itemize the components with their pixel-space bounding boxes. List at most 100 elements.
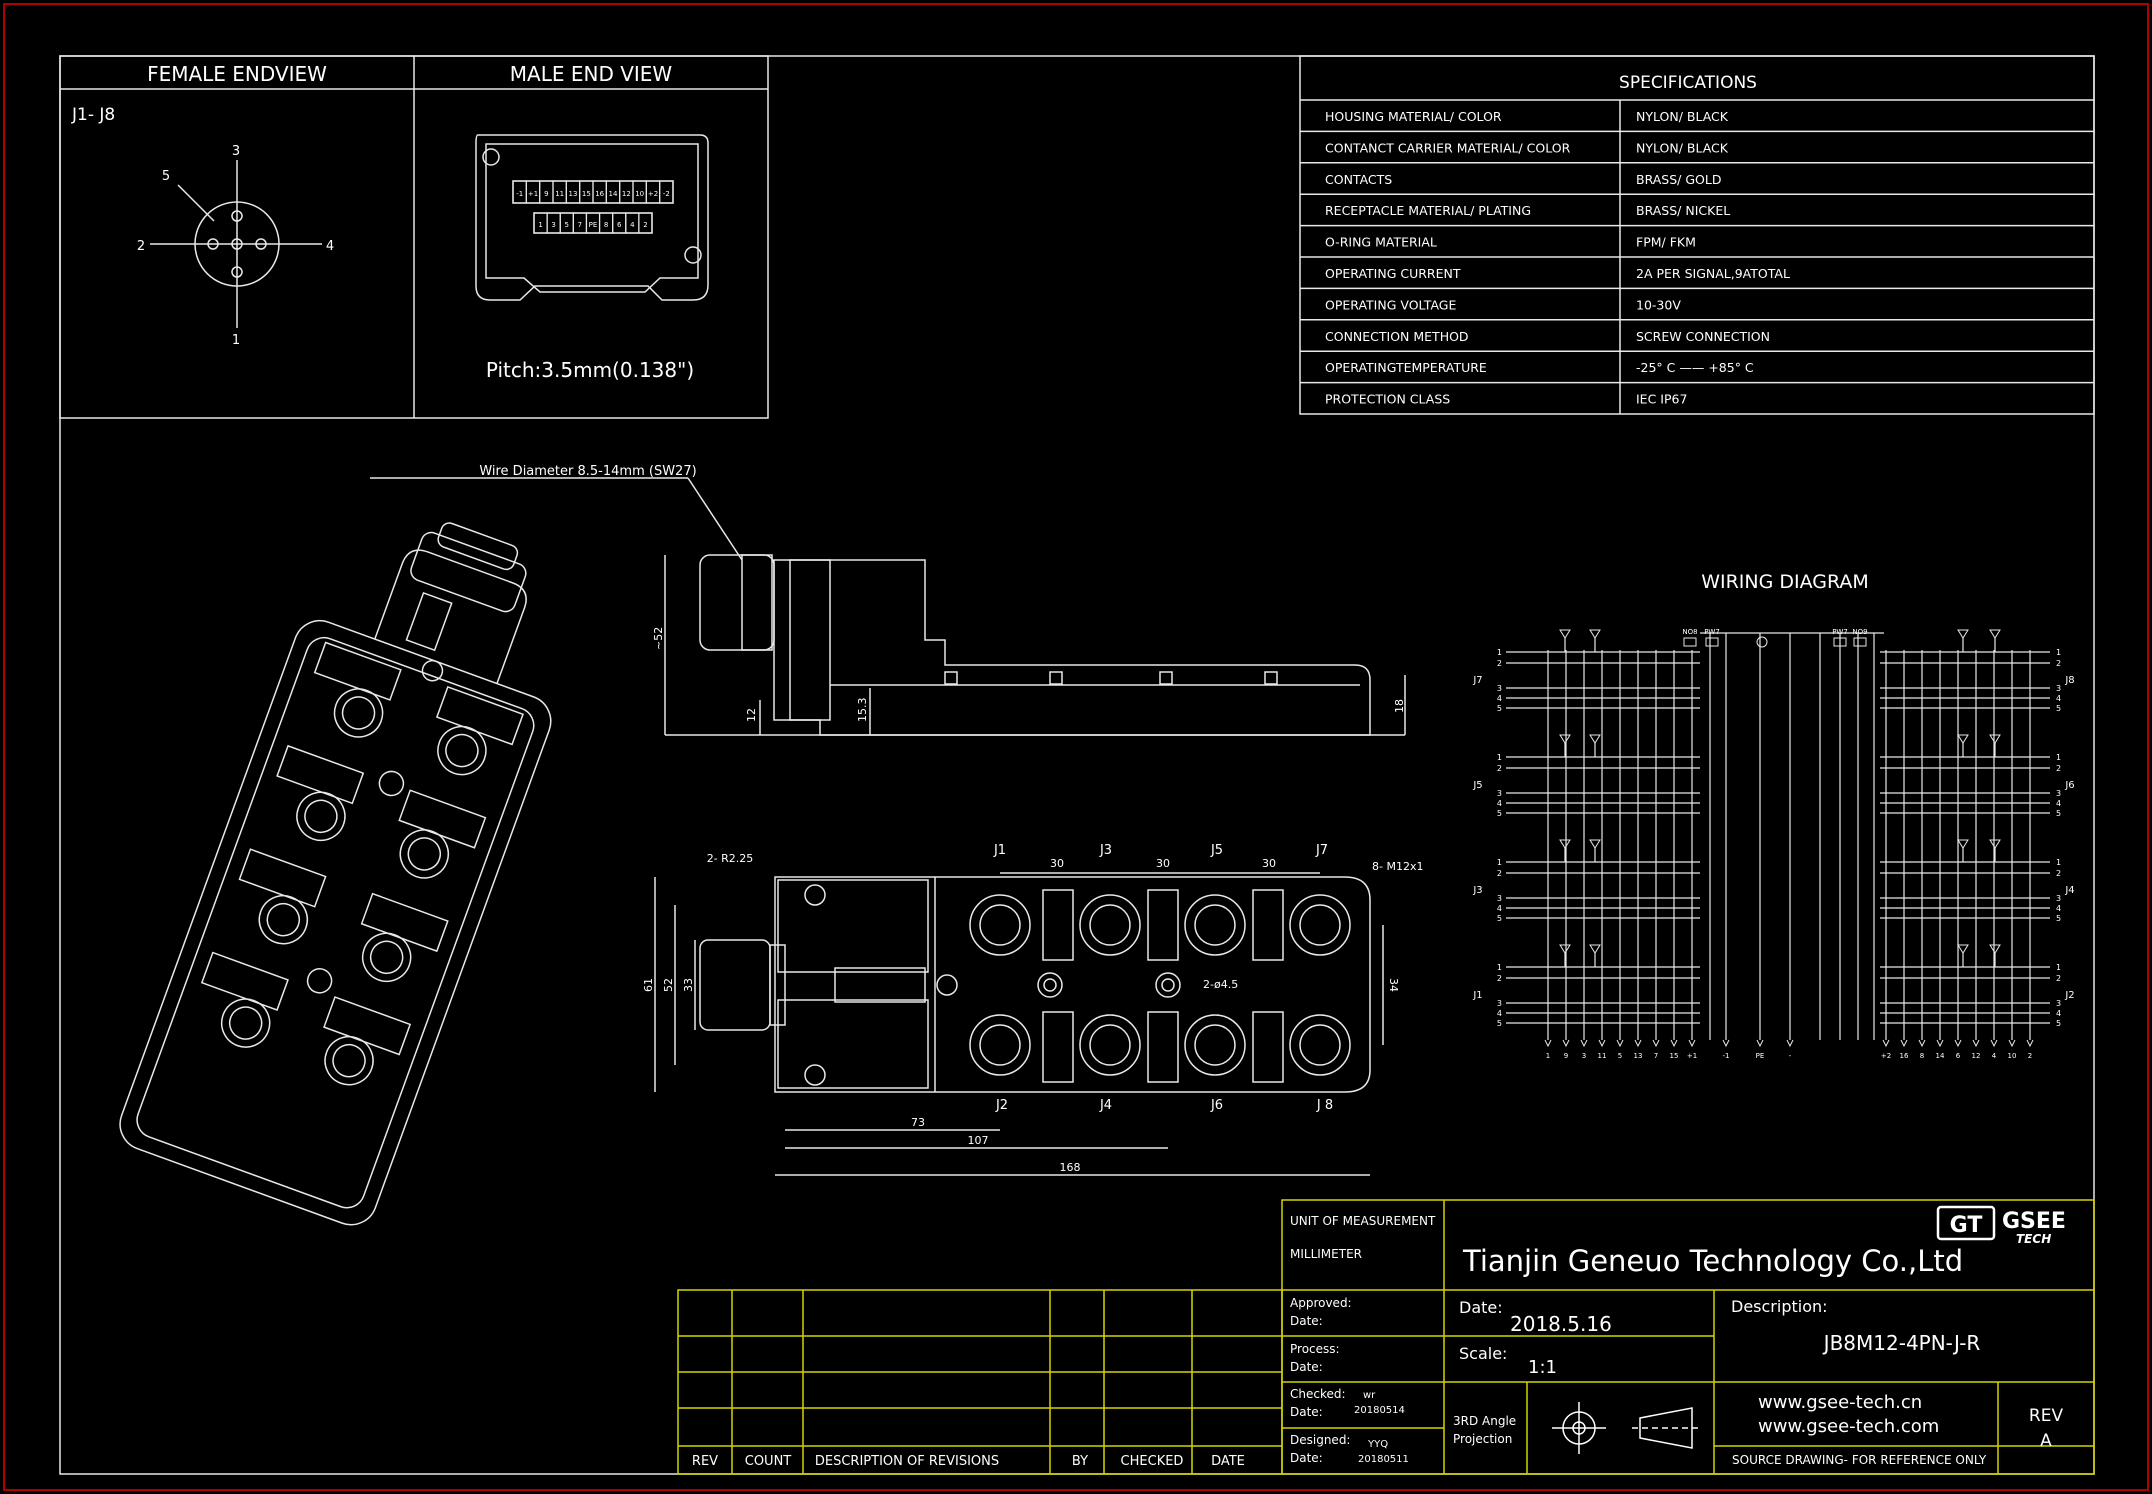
terminal-label: 8 (604, 221, 608, 229)
spec-label: CONNECTION METHOD (1325, 329, 1469, 344)
spacing-label: 30 (1262, 857, 1276, 870)
wiring-pin-label: 4 (2056, 1009, 2061, 1018)
terminal-symbol (1705, 637, 1719, 647)
port-label: J5 (1210, 843, 1223, 858)
wiring-pin-label: 4 (1497, 904, 1502, 913)
wiring-pin-label: 1 (1497, 753, 1502, 762)
wiring-pin-label: 1 (1497, 963, 1502, 972)
approved-date-label: Date: (1290, 1314, 1323, 1328)
terminal-number: 10 (2008, 1052, 2017, 1060)
revision-header: CHECKED (1121, 1454, 1184, 1469)
terminal-label: 5 (565, 221, 569, 229)
checked-label: Checked: (1290, 1387, 1346, 1401)
wiring-pin-label: 3 (1497, 894, 1502, 903)
terminal-label: 11 (555, 190, 564, 198)
spacing-label: 30 (1156, 857, 1170, 870)
endview-panel (59, 55, 769, 419)
led-symbol (1989, 944, 2001, 954)
terminal-label: 14 (609, 190, 618, 198)
terminal-symbol (1683, 637, 1697, 647)
terminal-label: 6 (617, 221, 622, 229)
spec-value: NYLON/ BLACK (1636, 140, 1729, 155)
wiring-pin-label: 3 (2056, 684, 2061, 693)
terminal-arrow (1990, 1039, 1998, 1048)
pin-label: 3 (232, 144, 240, 159)
terminal-arrow (1882, 1039, 1890, 1048)
ground-symbol (1756, 636, 1768, 648)
led-symbol (1559, 839, 1571, 849)
checked-date: 20180514 (1354, 1405, 1405, 1416)
led-symbol (1589, 734, 1601, 744)
pin-label: 5 (162, 169, 170, 184)
isometric-view (119, 522, 552, 1226)
wiring-pin-label: 5 (1497, 914, 1502, 923)
revision-label: REV (2029, 1406, 2064, 1426)
wiring-pin-label: 4 (1497, 694, 1502, 703)
terminal-arrow (1688, 1039, 1696, 1048)
terminal-label: 3 (551, 221, 555, 229)
designed-label: Designed: (1290, 1433, 1350, 1447)
terminal-number: +2 (1881, 1052, 1891, 1060)
spec-value: -25° C —— +85° C (1636, 360, 1754, 375)
wiring-pin-label: 2 (2056, 659, 2061, 668)
unit-of-measurement-label: UNIT OF MEASUREMENT (1290, 1214, 1436, 1228)
wiring-pin-label: 2 (2056, 869, 2061, 878)
led-symbol (1559, 629, 1571, 639)
wiring-pin-label: 2 (1497, 869, 1502, 878)
logo-wordmark: GSEE (2002, 1209, 2066, 1234)
terminal-arrow (2026, 1039, 2034, 1048)
terminal-number: - (1789, 1052, 1792, 1060)
pin-label: 2 (137, 239, 145, 254)
led-symbol (1559, 734, 1571, 744)
revision-table (677, 1289, 1283, 1475)
terminal-label: +2 (648, 190, 658, 198)
wiring-pin-label: 2 (1497, 764, 1502, 773)
terminal-label: 13 (569, 190, 578, 198)
terminal-arrow (1936, 1039, 1944, 1048)
dimension-label: 107 (968, 1134, 989, 1147)
callout-label: 8- M12x1 (1372, 860, 1423, 873)
female-port-range: J1- J8 (71, 105, 115, 125)
revision-header: DESCRIPTION OF REVISIONS (815, 1454, 999, 1469)
wiring-pin-label: 5 (1497, 704, 1502, 713)
logo-subtitle: TECH (2016, 1232, 2051, 1246)
terminal-number: 1 (1546, 1052, 1550, 1060)
wiring-pin-label: 1 (2056, 753, 2061, 762)
terminal-arrow (1562, 1039, 1570, 1048)
wiring-pin-label: 1 (1497, 858, 1502, 867)
date-label: Date: (1459, 1298, 1503, 1317)
terminal-number: 2 (2028, 1052, 2032, 1060)
terminal-arrow (1652, 1039, 1660, 1048)
terminal-label: PW7 (1704, 628, 1720, 636)
terminal-symbol (1833, 637, 1847, 647)
scale-value: 1:1 (1528, 1357, 1557, 1378)
terminal-label: +1 (528, 190, 538, 198)
designed-by: YYQ (1367, 1439, 1388, 1450)
designed-date-label: Date: (1290, 1451, 1323, 1465)
terminal-number: 12 (1972, 1052, 1981, 1060)
wiring-pin-label: 2 (2056, 764, 2061, 773)
male-terminal-housing (475, 134, 709, 301)
led-symbol (1957, 734, 1969, 744)
wiring-pin-label: 4 (2056, 904, 2061, 913)
wiring-pin-label: 5 (1497, 809, 1502, 818)
dimension-label: 34 (1387, 978, 1400, 992)
wiring-pin-label: 2 (2056, 974, 2061, 983)
spec-value: IEC IP67 (1636, 392, 1687, 407)
wiring-pin-label: 4 (2056, 694, 2061, 703)
port-label: J6 (1210, 1098, 1223, 1113)
wiring-port-label: J3 (1472, 885, 1482, 896)
terminal-number: 7 (1654, 1052, 1658, 1060)
projection-label: Projection (1453, 1432, 1512, 1446)
revision-value: A (2040, 1431, 2052, 1451)
spec-label: OPERATINGTEMPERATURE (1325, 360, 1487, 375)
led-symbol (1989, 734, 2001, 744)
wiring-pin-label: 4 (2056, 799, 2061, 808)
wiring-port-label: J8 (2064, 675, 2074, 686)
top-view (654, 872, 1384, 1176)
terminal-label: -2 (663, 190, 670, 198)
website-link: www.gsee-tech.cn (1758, 1392, 1922, 1413)
